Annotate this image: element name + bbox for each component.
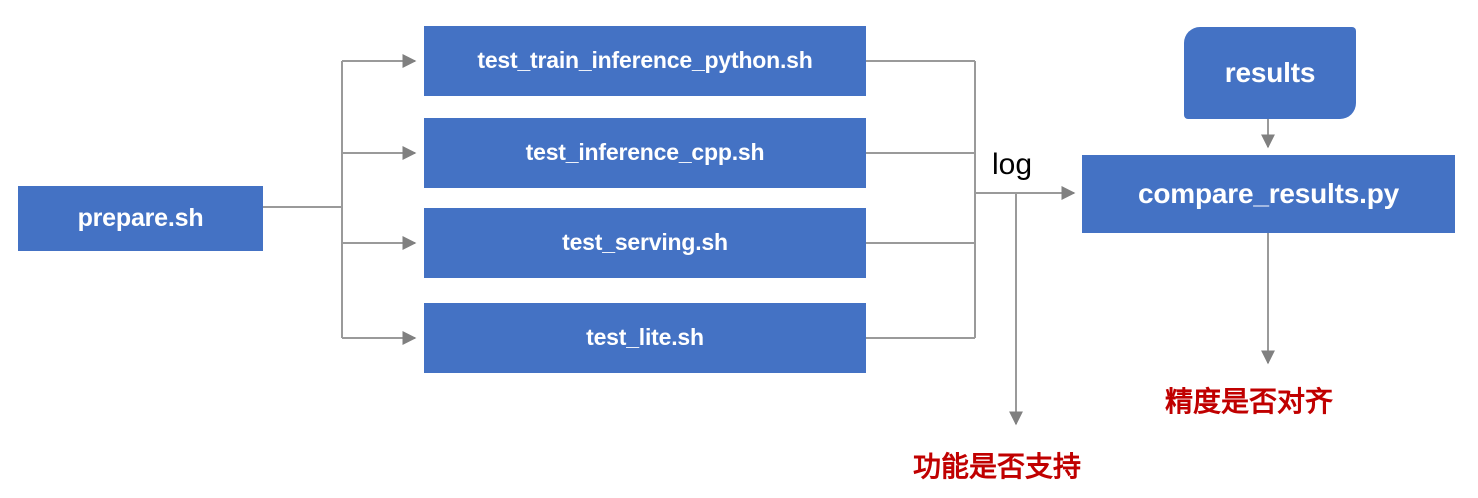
node-test-inference-cpp-sh-label: test_inference_cpp.sh xyxy=(525,139,765,166)
node-results[interactable]: results xyxy=(1184,27,1356,119)
node-test-train-inference-python-sh-label: test_train_inference_python.sh xyxy=(477,47,813,74)
node-compare-results-py[interactable]: compare_results.py xyxy=(1082,155,1455,233)
annotation-function-support: 功能是否支持 xyxy=(913,450,1082,483)
node-test-serving-sh[interactable]: test_serving.sh xyxy=(424,208,866,278)
node-compare-results-py-label: compare_results.py xyxy=(1138,177,1399,209)
node-prepare-sh-label: prepare.sh xyxy=(77,203,204,232)
edge-label-log: log xyxy=(992,148,1033,181)
node-test-lite-sh[interactable]: test_lite.sh xyxy=(424,303,866,373)
node-test-inference-cpp-sh[interactable]: test_inference_cpp.sh xyxy=(424,118,866,188)
node-test-lite-sh-label: test_lite.sh xyxy=(586,324,704,351)
node-prepare-sh[interactable]: prepare.sh xyxy=(18,186,263,251)
node-test-serving-sh-label: test_serving.sh xyxy=(562,229,728,256)
annotation-precision-aligned: 精度是否对齐 xyxy=(1165,385,1334,418)
node-results-label: results xyxy=(1224,56,1316,88)
node-test-train-inference-python-sh[interactable]: test_train_inference_python.sh xyxy=(424,26,866,96)
